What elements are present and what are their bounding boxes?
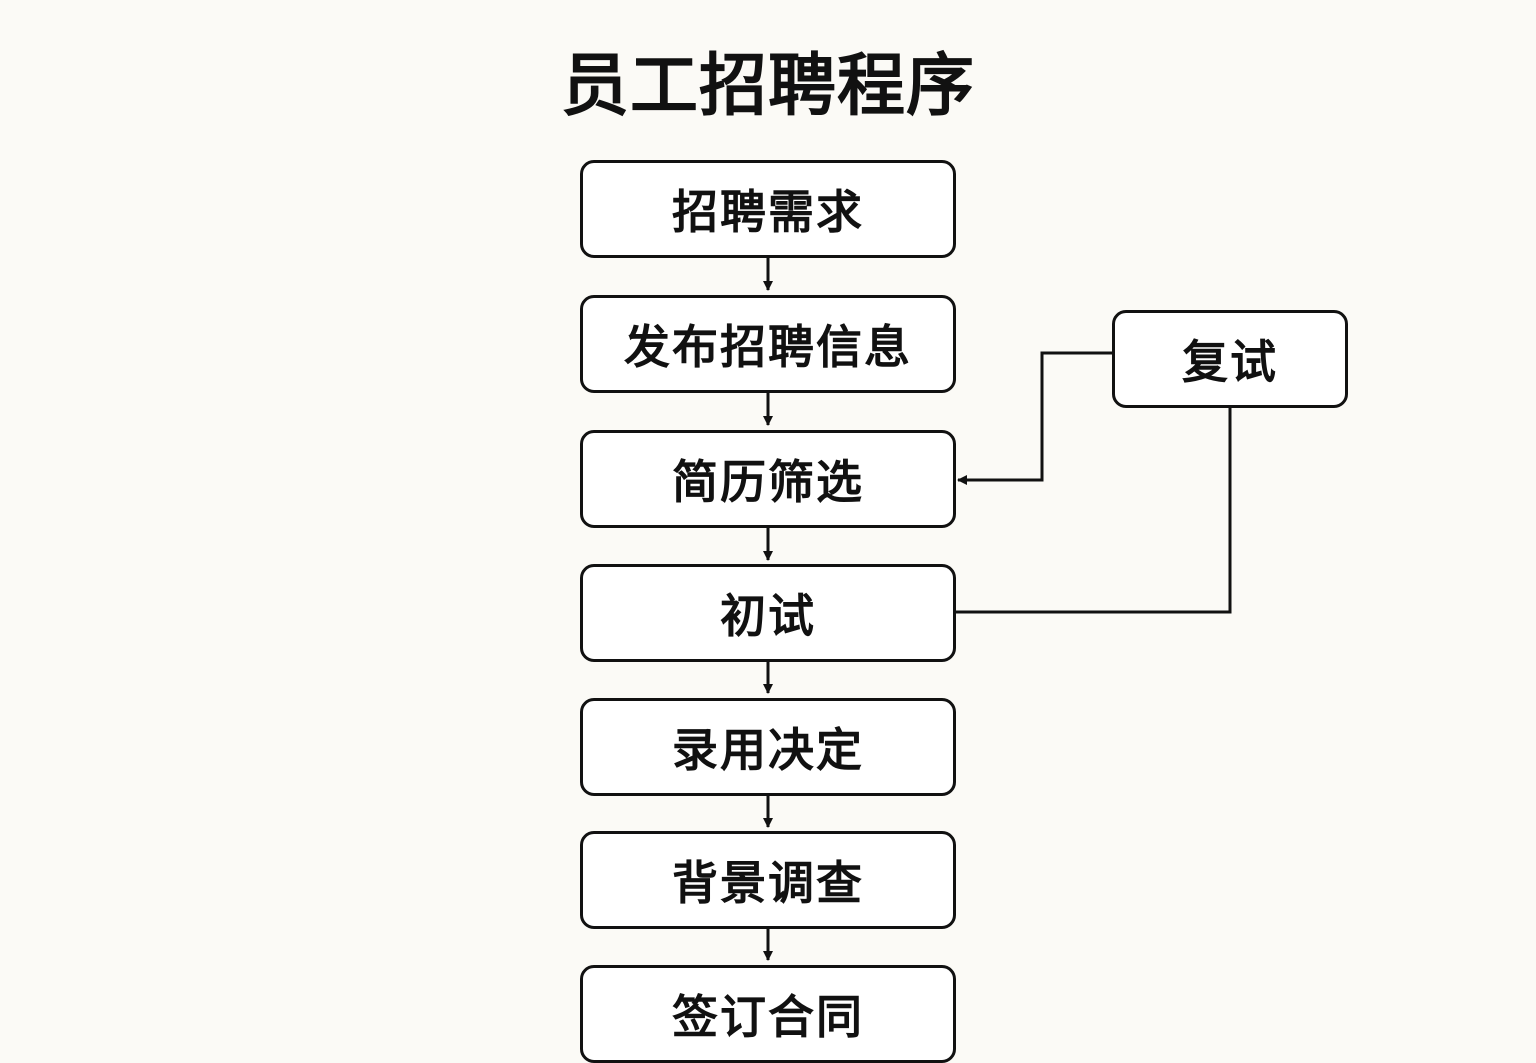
loop-side-to-step3 <box>957 351 1112 485</box>
step-publish-recruitment-info: 发布招聘信息 <box>580 295 956 393</box>
step-resume-screening: 简历筛选 <box>580 430 956 528</box>
flowchart-title: 员工招聘程序 <box>560 47 975 126</box>
step-first-interview: 初试 <box>580 564 956 662</box>
step-sign-contract: 签订合同 <box>580 965 956 1063</box>
flowchart-connectors <box>763 258 1232 961</box>
step-background-check: 背景调查 <box>580 831 956 929</box>
step-second-interview: 复试 <box>1112 310 1348 408</box>
step-hiring-decision: 录用决定 <box>580 698 956 796</box>
step-recruitment-demand: 招聘需求 <box>580 160 956 258</box>
loop-step4-to-side <box>956 408 1232 614</box>
